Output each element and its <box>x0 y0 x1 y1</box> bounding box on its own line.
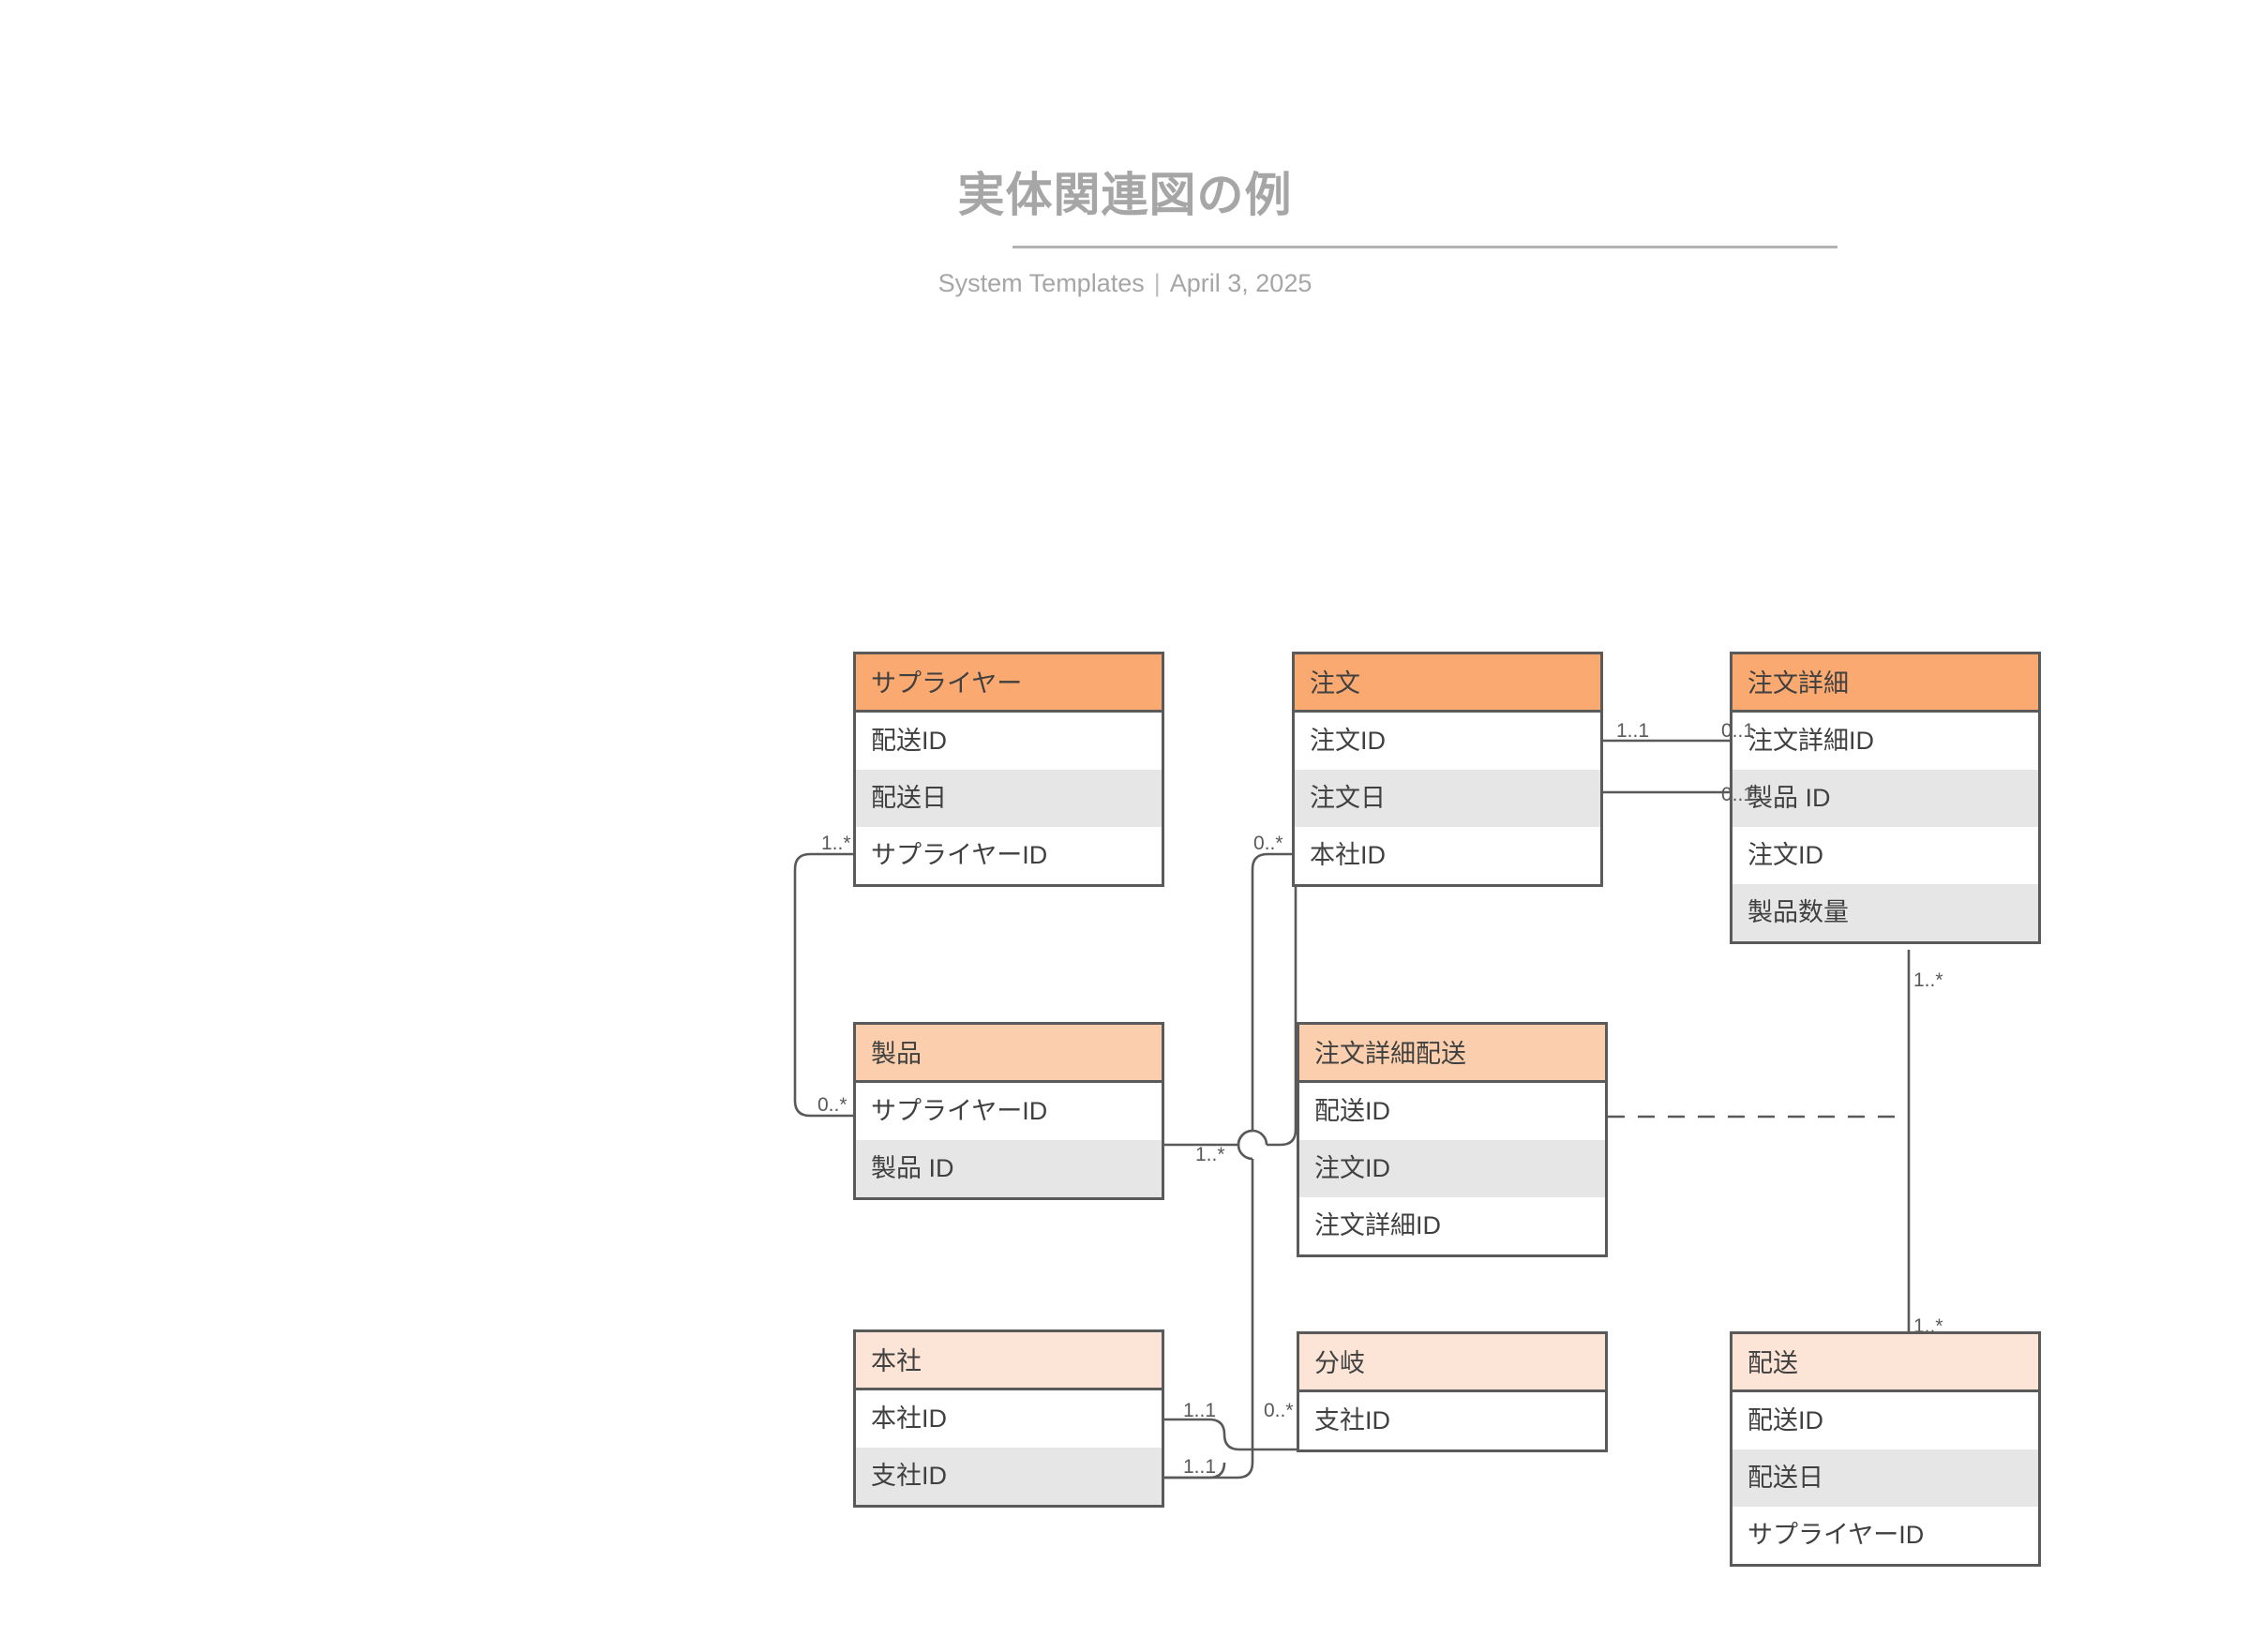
cardinality-label: 1..1 <box>1183 1456 1217 1478</box>
entity-title: 製品 <box>856 1025 1162 1083</box>
entity-title: 分岐 <box>1299 1334 1605 1392</box>
attribute-row: 配送ID <box>1732 1392 2038 1449</box>
entity-product[interactable]: 製品 サプライヤーID 製品 ID <box>853 1022 1164 1200</box>
subtitle-date: April 3, 2025 <box>1169 269 1312 297</box>
attribute-row: 注文詳細ID <box>1299 1197 1605 1254</box>
cardinality-label: 0..* <box>1264 1400 1294 1421</box>
attribute-row: 注文ID <box>1299 1140 1605 1197</box>
connector-supplier-product <box>793 852 853 1118</box>
page-title: 実体関連図の例 <box>957 169 1293 221</box>
cardinality-label: 1..* <box>1913 969 1943 991</box>
cardinality-label: 1..1 <box>1183 1400 1217 1421</box>
entity-branch[interactable]: 分岐 支社ID <box>1297 1331 1608 1452</box>
attribute-row: 本社ID <box>856 1390 1162 1448</box>
entity-title: 注文詳細配送 <box>1299 1025 1605 1083</box>
attribute-row: 配送ID <box>856 713 1162 770</box>
attribute-row: 製品数量 <box>1732 884 2038 941</box>
attribute-row: 注文日 <box>1295 770 1600 827</box>
entity-title: 注文 <box>1295 654 1600 713</box>
connector-hop-2 <box>1237 1129 1268 1146</box>
entity-order[interactable]: 注文 注文ID 注文日 本社ID <box>1292 652 1603 887</box>
attribute-row: 製品 ID <box>1732 770 2038 827</box>
attribute-row: 注文詳細ID <box>1732 713 2038 770</box>
attribute-row: 支社ID <box>1299 1392 1605 1449</box>
title-divider <box>1012 246 1838 248</box>
cardinality-label: 0..* <box>1253 833 1283 854</box>
attribute-row: 本社ID <box>1295 827 1600 884</box>
entity-title: 注文詳細 <box>1732 654 2038 713</box>
entity-title: 本社 <box>856 1332 1162 1390</box>
attribute-row: 配送日 <box>1732 1449 2038 1507</box>
attribute-row: 配送日 <box>856 770 1162 827</box>
entity-supplier[interactable]: サプライヤー 配送ID 配送日 サプライヤーID <box>853 652 1164 887</box>
subtitle-separator: | <box>1153 269 1161 297</box>
connector-headoffice-branch <box>1164 1418 1297 1451</box>
attribute-row: サプライヤーID <box>1732 1507 2038 1564</box>
subtitle: System Templates | April 3, 2025 <box>0 265 2250 301</box>
attribute-row: 注文ID <box>1295 713 1600 770</box>
cardinality-label: 1..* <box>821 833 851 854</box>
entity-title: 配送 <box>1732 1334 2038 1392</box>
attribute-row: サプライヤーID <box>856 1083 1162 1140</box>
connector-order-headoffice <box>1164 852 1292 1479</box>
cardinality-label: 0..1 <box>1721 784 1755 805</box>
subtitle-source: System Templates <box>938 269 1145 297</box>
slide-header: 実体関連図の例 System Templates | April 3, 2025 <box>0 0 2250 338</box>
attribute-row: 製品 ID <box>856 1140 1162 1197</box>
cardinality-label: 0..1 <box>1721 720 1755 742</box>
connector-hop-1 <box>1237 1129 1253 1161</box>
entity-shipment[interactable]: 配送 配送ID 配送日 サプライヤーID <box>1730 1331 2041 1567</box>
entity-order-detail[interactable]: 注文詳細 注文詳細ID 製品 ID 注文ID 製品数量 <box>1730 652 2041 944</box>
entity-title: サプライヤー <box>856 654 1162 713</box>
entity-head-office[interactable]: 本社 本社ID 支社ID <box>853 1329 1164 1508</box>
cardinality-label: 1..1 <box>1616 720 1650 742</box>
attribute-row: 支社ID <box>856 1448 1162 1505</box>
attribute-row: サプライヤーID <box>856 827 1162 884</box>
cardinality-label: 1..* <box>1195 1144 1225 1165</box>
attribute-row: 注文ID <box>1732 827 2038 884</box>
attribute-row: 配送ID <box>1299 1083 1605 1140</box>
cardinality-label: 1..* <box>1913 1315 1943 1337</box>
cardinality-label: 0..* <box>818 1094 848 1116</box>
entity-order-detail-shipment[interactable]: 注文詳細配送 配送ID 注文ID 注文詳細ID <box>1297 1022 1608 1257</box>
